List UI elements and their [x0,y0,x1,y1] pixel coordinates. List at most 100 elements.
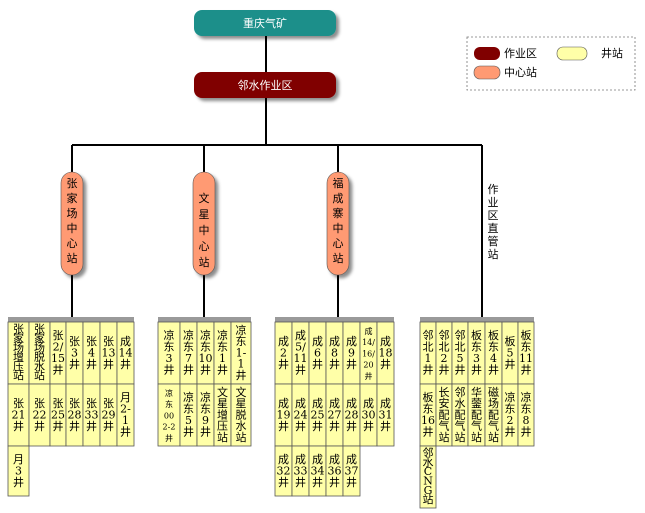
legend-zone-swatch [474,47,500,60]
svg-text:成9井: 成9井 [346,335,357,371]
well-cell: 邻水配气站 [451,383,469,447]
svg-text:成2井: 成2井 [278,335,289,371]
svg-text:板5井: 板5井 [505,334,516,371]
well-cell: 张家场脱水站 [28,321,51,385]
legend-well-swatch [556,46,588,61]
svg-text:邻水配气站: 邻水配气站 [455,386,466,444]
legend-zone-label: 作业区 [504,47,537,60]
well-cell: 张家场增压站 [7,321,30,385]
center-node-wenxing: 文星中心站 [192,171,216,276]
svg-text:张家场中心站: 张家场中心站 [67,177,78,265]
svg-text:福成寨中心站: 福成寨中心站 [333,176,344,265]
legend-center-label: 中心站 [504,65,537,79]
well-cell: 文星增压站 [213,383,232,447]
well-cell: 文星脱水站 [230,383,252,447]
root-node: 重庆气矿 [194,10,336,36]
well-cell: 华蓥配气站 [467,383,486,447]
well-cell: 磁场配气站 [484,383,503,447]
center-node-fuchengzhai: 福成寨中心站 [326,171,350,276]
group-header-band [275,317,394,322]
connectors [71,36,483,317]
svg-text:作业区直管站: 作业区直管站 [488,183,499,261]
group-header-band [158,317,251,322]
svg-text:磁场配气站: 磁场配气站 [488,386,499,444]
zone-label: 邻水作业区 [238,79,293,92]
center-node-zhangjiachang: 张家场中心站 [60,171,84,276]
direct-managed-label: 作业区直管站 [488,183,499,261]
svg-text:张家场增压站: 张家场增压站 [13,322,24,382]
svg-text:成8井: 成8井 [329,335,340,371]
svg-text:文星中心站: 文星中心站 [199,191,210,269]
svg-text:张2/15井: 张2/15井 [51,329,65,377]
legend-center-swatch [473,65,501,80]
svg-text:月2-1井: 月2-1井 [120,391,131,439]
svg-text:成6井: 成6井 [312,335,323,371]
svg-text:张4井: 张4井 [86,335,97,371]
legend: 作业区 井站 中心站 [466,36,636,91]
legend-well-label: 井站 [601,46,623,60]
svg-text:文星脱水站: 文星脱水站 [236,385,247,444]
